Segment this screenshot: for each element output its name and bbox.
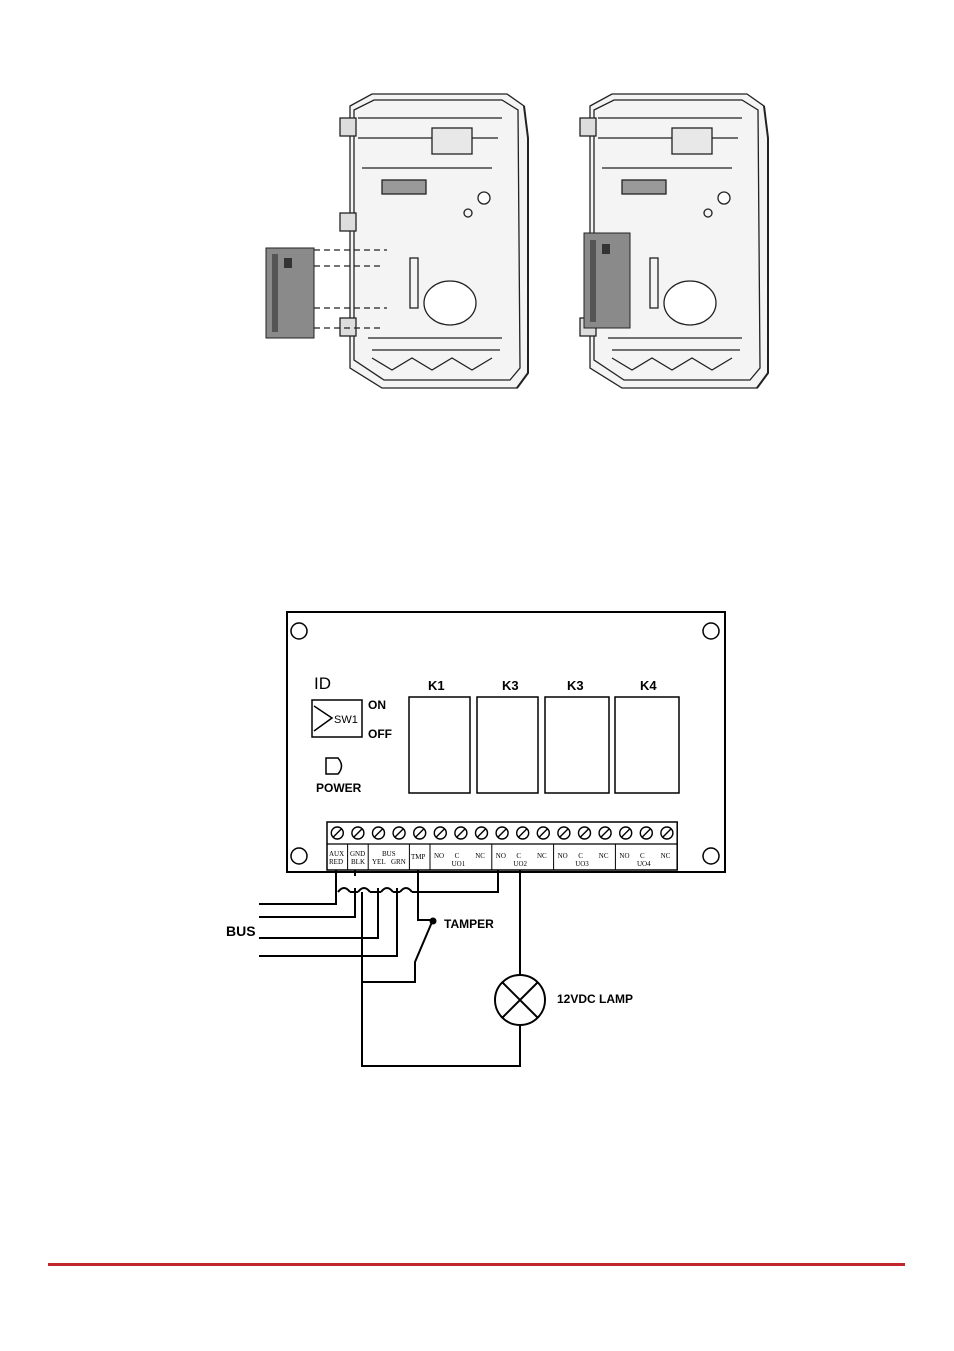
contact-label: NO [496,852,506,860]
relay-label: K4 [640,678,657,693]
bus-label: BUS [226,923,256,939]
terminal-block [326,821,678,871]
contact-label: NC [599,852,609,860]
contact-label: C [578,852,583,860]
relay-label: K3 [502,678,519,693]
contact-label: NO [434,852,444,860]
contact-label: NC [475,852,485,860]
terminal-aux-sub: RED [329,858,343,866]
terminal-gnd-sub: BLK [351,858,365,866]
contact-label: NO [558,852,568,860]
output-label: UO4 [637,860,651,868]
contact-label: C [516,852,521,860]
expander-module-detached [265,247,387,339]
terminal-bus-grn: GRN [391,858,406,866]
power-label: POWER [316,781,362,795]
tamper-label: TAMPER [444,917,494,931]
relay-k2 [476,696,539,794]
switch-off-label: OFF [368,727,392,741]
contact-label: NC [661,852,671,860]
mounting-hole-icon [290,847,308,865]
relay-label: K3 [567,678,584,693]
enclosure-left [339,93,529,389]
switch-on-label: ON [368,698,386,712]
contact-label: NC [537,852,547,860]
switch-arrow-icon [313,705,334,732]
enclosure-right [579,93,769,389]
dip-switch-sw1[interactable] [311,699,363,738]
switch-label: SW1 [334,714,358,726]
enclosure-illustration [265,93,769,389]
output-label: UO2 [513,860,527,868]
lamp-label: 12VDC LAMP [557,992,633,1006]
mounting-hole-icon [702,622,720,640]
lamp-icon [494,974,546,1026]
terminal-aux-label: AUX [329,850,344,858]
terminal-bus-yel: YEL [372,858,386,866]
id-label: ID [314,674,331,693]
mounting-hole-icon [290,622,308,640]
output-label: UO1 [452,860,466,868]
contact-label: C [640,852,645,860]
wires [259,870,521,1067]
contact-label: NO [619,852,629,860]
tamper-contact-icon [429,917,437,925]
footer-rule [48,1263,905,1266]
expander-module-installed [583,232,631,329]
power-led-icon [325,757,343,775]
contact-label: C [455,852,460,860]
output-label: UO3 [575,860,589,868]
relay-label: K1 [428,678,445,693]
terminal-tmp-label: TMP [411,853,426,861]
relay-k1 [408,696,471,794]
terminal-gnd-label: GND [350,850,365,858]
terminal-bus-label: BUS [382,850,396,858]
relay-k3 [544,696,610,794]
relay-k4 [614,696,680,794]
mounting-hole-icon [702,847,720,865]
